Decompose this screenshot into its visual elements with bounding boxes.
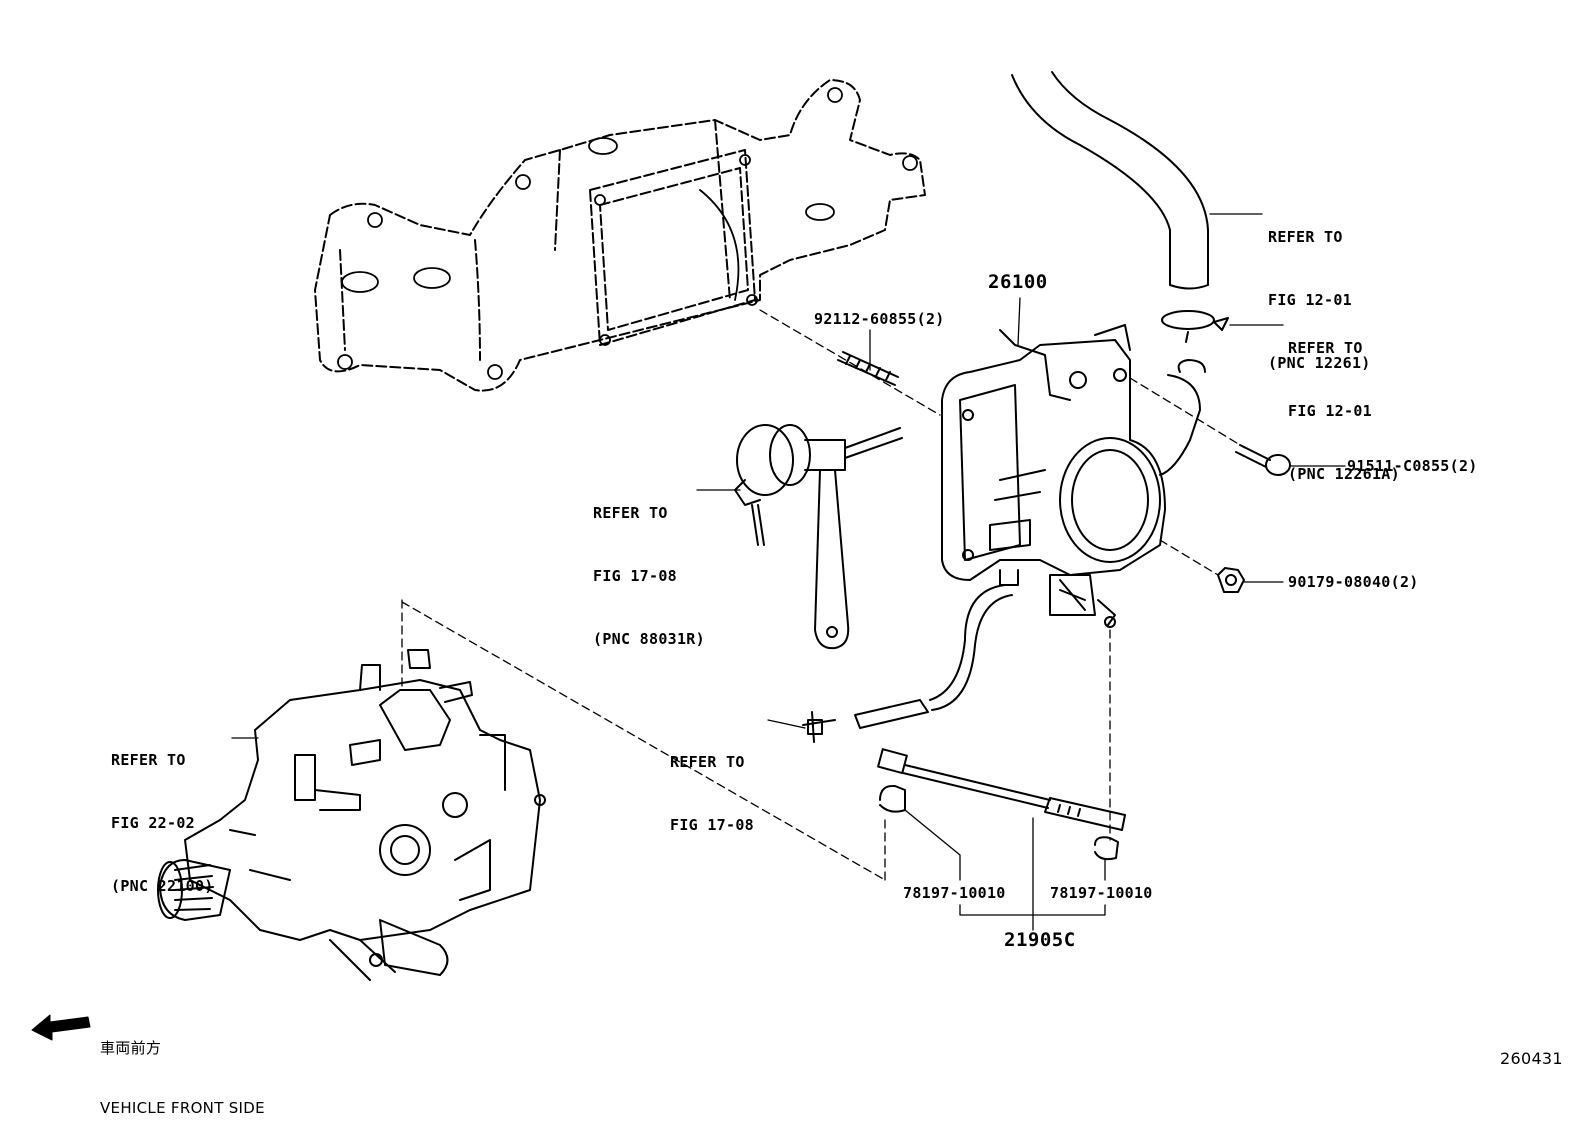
injection-pump [157, 649, 546, 981]
figure-id: 260431 [1500, 1049, 1563, 1068]
vacuum-hose [854, 584, 1013, 729]
ref-line: REFER TO [670, 753, 745, 771]
ref-line: FIG 12-01 [1288, 402, 1372, 420]
ref-line: REFER TO [593, 504, 668, 522]
front-direction-arrow [31, 1014, 91, 1041]
ref-line: FIG 17-08 [670, 816, 754, 834]
ref-line: (PNC 22100) [111, 877, 214, 895]
assembly-dashed-lines [401, 309, 1246, 881]
ref-label-vsv: REFER TO FIG 17-08 (PNC 88031R) [593, 461, 705, 671]
ref-label-pump: REFER TO FIG 22-02 (PNC 22100) [111, 708, 214, 918]
ref-line: REFER TO [1288, 339, 1363, 357]
part-number-nut: 90179-08040(2) [1288, 573, 1419, 591]
hex-nut [1217, 567, 1245, 593]
part-number-link-assy: 21905C [1004, 929, 1076, 951]
ref-label-tee: REFER TO FIG 17-08 [670, 710, 754, 857]
water-hose [1011, 71, 1209, 290]
ref-line: (PNC 88031R) [593, 630, 705, 648]
ref-line: (PNC 12261) [1268, 354, 1371, 372]
part-number-throttle-body: 26100 [988, 271, 1048, 293]
parts-diagram [31, 71, 1346, 1041]
part-number-stud: 92112-60855(2) [814, 310, 945, 328]
throttle-link-rod [877, 748, 1126, 861]
vehicle-front-side-note: 車両前方 VEHICLE FRONT SIDE [100, 998, 265, 1138]
ref-line: REFER TO [111, 751, 186, 769]
throttle-body [941, 324, 1206, 628]
intake-manifold [314, 79, 926, 392]
ref-line: FIG 12-01 [1268, 291, 1352, 309]
direction-en: VEHICLE FRONT SIDE [100, 1099, 265, 1117]
ref-line: REFER TO [1268, 228, 1343, 246]
flange-bolt [1235, 444, 1291, 476]
tee-fitting [802, 711, 836, 743]
part-number-bolt: 91511-C0855(2) [1347, 457, 1478, 475]
ref-line: FIG 22-02 [111, 814, 195, 832]
ref-label-hose: REFER TO FIG 12-01 (PNC 12261) [1268, 185, 1371, 395]
part-number-link-end-right: 78197-10010 [1050, 884, 1153, 902]
stud-bolt [837, 351, 899, 386]
part-number-link-end-left: 78197-10010 [903, 884, 1006, 902]
hose-gasket [1161, 310, 1229, 343]
ref-line: FIG 17-08 [593, 567, 677, 585]
leader-lines [231, 213, 1346, 931]
manifold-bolt-holes [337, 87, 918, 380]
ref-line: (PNC 12261A) [1288, 465, 1400, 483]
ref-label-gasket: REFER TO FIG 12-01 (PNC 12261A) [1288, 296, 1400, 506]
direction-jp: 車両前方 [100, 1039, 162, 1057]
vacuum-actuator [734, 424, 903, 650]
